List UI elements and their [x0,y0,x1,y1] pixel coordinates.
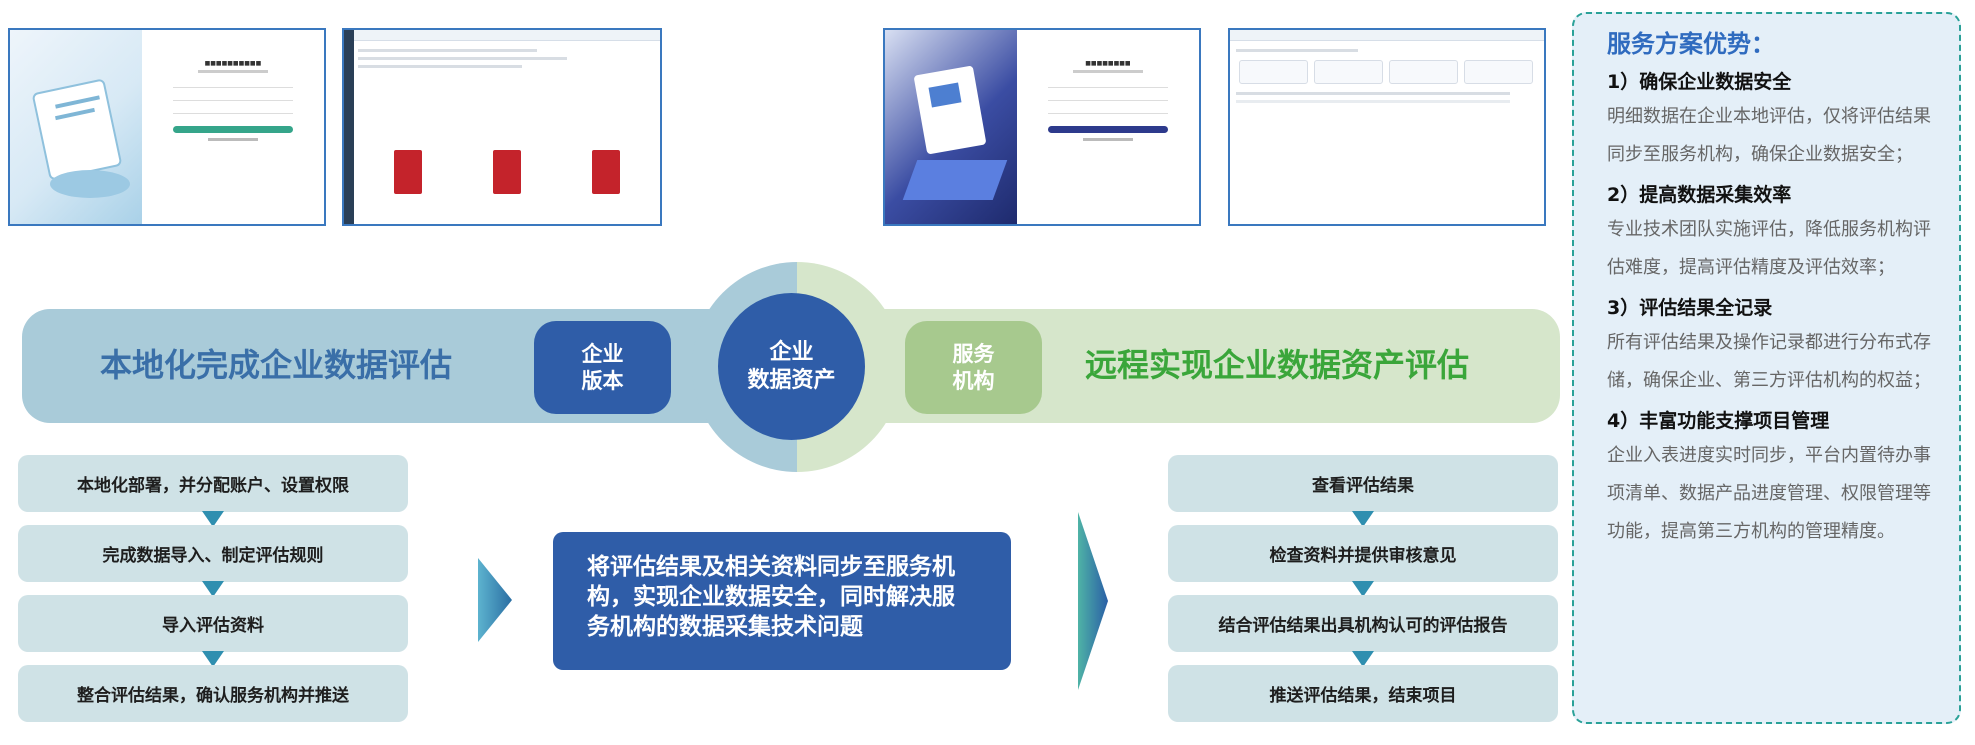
login-form: ■■■■■■■■■■ [142,30,324,224]
chevron-right-icon [1078,512,1108,690]
right-step-4: 推送评估结果，结束项目 [1168,665,1558,722]
panel-title: 服务方案优势： [1607,30,1775,58]
report-book-icon [492,150,521,194]
left-step-1: 本地化部署，并分配账户、设置权限 [18,455,408,512]
triangle-down-icon [1352,651,1374,667]
triangle-down-icon [202,581,224,597]
advantage-heading: 4）丰富功能支撑项目管理 [1607,410,1830,432]
enterprise-dashboard-screenshot [342,28,662,226]
enterprise-login-screenshot: ■■■■■■■■■■ [8,28,326,226]
right-step-3: 结合评估结果出具机构认可的评估报告 [1168,595,1558,652]
login-illustration [885,30,1017,224]
data-asset-core: 企业 数据资产 [718,293,865,440]
local-assessment-title: 本地化完成企业数据评估 [100,346,453,384]
right-step-2: 检查资料并提供审核意见 [1168,525,1558,582]
triangle-down-icon [1352,581,1374,597]
left-step-2: 完成数据导入、制定评估规则 [18,525,408,582]
login-form: ■■■■■■■■ [1017,30,1199,224]
right-step-1: 查看评估结果 [1168,455,1558,512]
advantage-text: 明细数据在企业本地评估，仅将评估结果同步至服务机构，确保企业数据安全； [1607,106,1931,165]
report-book-icon [592,150,621,194]
advantage-heading: 2）提高数据采集效率 [1607,184,1792,206]
enterprise-band [22,309,812,423]
triangle-down-icon [202,651,224,667]
left-step-4: 整合评估结果，确认服务机构并推送 [18,665,408,722]
advantages-panel: 服务方案优势： 1）确保企业数据安全 明细数据在企业本地评估，仅将评估结果同步至… [1572,12,1961,724]
advantage-heading: 3）评估结果全记录 [1607,297,1773,319]
advantage-text: 所有评估结果及操作记录都进行分布式存储，确保企业、第三方评估机构的权益； [1607,332,1931,391]
sync-message-box: 将评估结果及相关资料同步至服务机构，实现企业数据安全，同时解决服务机构的数据采集… [553,532,1011,670]
login-illustration [10,30,142,224]
service-agency-pill: 服务 机构 [905,321,1042,414]
advantage-text: 企业入表进度实时同步，平台内置待办事项清单、数据产品进度管理、权限管理等功能，提… [1607,445,1931,542]
remote-assessment-title: 远程实现企业数据资产评估 [1085,346,1470,384]
advantage-heading: 1）确保企业数据安全 [1607,71,1792,93]
advantage-text: 专业技术团队实施评估，降低服务机构评估难度，提高评估精度及评估效率； [1607,219,1931,278]
left-step-3: 导入评估资料 [18,595,408,652]
report-book-icon [393,150,422,194]
chevron-right-icon [478,558,512,642]
triangle-down-icon [1352,511,1374,527]
service-dashboard-screenshot [1228,28,1546,226]
service-login-screenshot: ■■■■■■■■ [883,28,1201,226]
enterprise-edition-pill: 企业 版本 [534,321,671,414]
triangle-down-icon [202,511,224,527]
